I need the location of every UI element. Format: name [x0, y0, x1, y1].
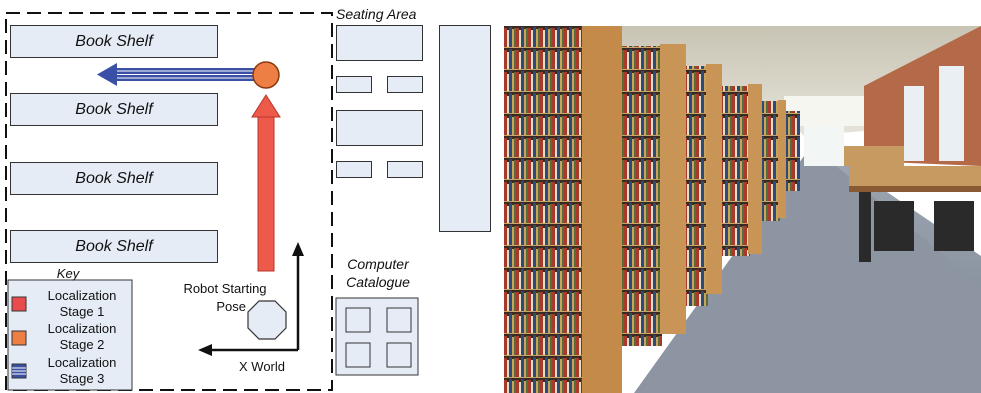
stage3-arrow [97, 63, 255, 86]
key-stage3-line1: Localization [47, 355, 117, 370]
book-shelf-1: Book Shelf [10, 25, 218, 58]
key-swatch-stage3 [11, 363, 27, 379]
seating-long-table [439, 25, 491, 232]
catalogue-terminal [345, 307, 371, 333]
stage1-arrow [251, 94, 281, 272]
key-stage3-line2: Stage 3 [59, 371, 105, 386]
seating-chair [336, 76, 372, 93]
computer-catalogue-label-line2: Catalogue [346, 274, 410, 290]
stage2-marker [252, 61, 280, 89]
catalogue-terminal [345, 342, 371, 368]
catalogue-terminal [386, 307, 412, 333]
key-title: Key [56, 266, 80, 281]
world-axes [198, 242, 304, 356]
key-stage2-line2: Stage 2 [59, 337, 105, 352]
seating-area-label: Seating Area [336, 6, 417, 22]
seating-table [336, 110, 423, 146]
computer-catalogue-label-line1: Computer [347, 256, 409, 272]
seating-chair [387, 161, 423, 178]
seating-chair [387, 76, 423, 93]
book-shelf-3: Book Shelf [10, 162, 218, 195]
key-swatch-stage2 [11, 330, 27, 346]
x-world-label: X World [239, 359, 285, 374]
robot-start-octagon [247, 300, 287, 340]
key-swatch-stage1 [11, 296, 27, 312]
key-stage1-line1: Localization [47, 288, 117, 303]
robot-start-label-line2: Pose [216, 299, 246, 314]
key-stage2-line1: Localization [47, 321, 117, 336]
book-shelf-2: Book Shelf [10, 93, 218, 126]
robot-start-label-line1: Robot Starting [183, 281, 267, 296]
catalogue-terminal [386, 342, 412, 368]
map-boundary [5, 12, 333, 391]
library-map-diagram [5, 12, 419, 391]
key-stage1-line2: Stage 1 [59, 304, 105, 319]
book-shelf-4: Book Shelf [10, 230, 218, 263]
seating-chair [336, 161, 372, 178]
library-bookshelves-photo [504, 26, 981, 393]
key-box [7, 279, 133, 391]
seating-table [336, 25, 423, 61]
